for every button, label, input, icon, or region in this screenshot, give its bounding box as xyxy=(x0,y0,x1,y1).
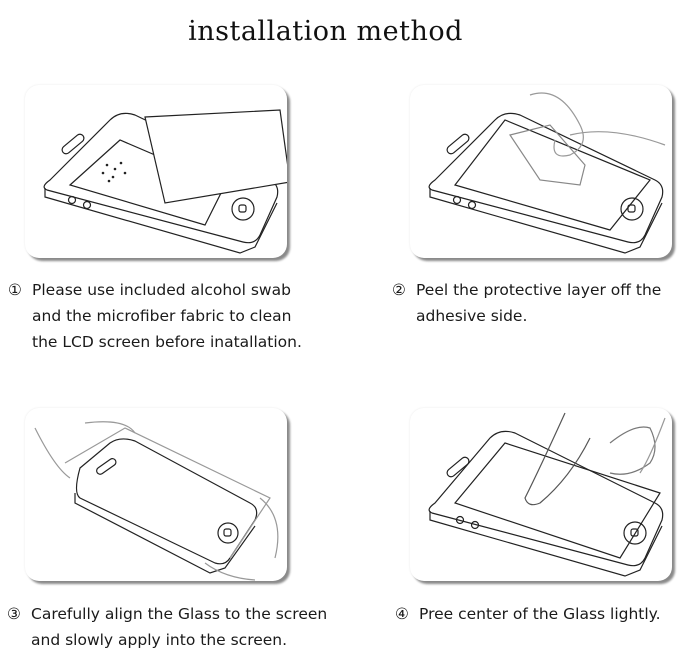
step-4-illustration xyxy=(410,408,672,581)
page-title: installation method xyxy=(188,16,463,47)
step-3-caption: ③ Carefully align the Glass to the scree… xyxy=(7,601,327,653)
step-3-line-2: and slowly apply into the screen. xyxy=(31,631,288,649)
step-3-line-1: Carefully align the Glass to the screen xyxy=(31,605,328,623)
step-1-number: ① xyxy=(8,281,22,299)
step-4-number: ④ xyxy=(395,605,409,623)
step-4-line-1: Pree center of the Glass lightly. xyxy=(419,605,661,623)
step-2-illustration xyxy=(410,85,672,258)
step-2-line-2: adhesive side. xyxy=(416,307,528,325)
step-2-line-1: Peel the protective layer off the xyxy=(416,281,662,299)
hands-aligning-glass-icon xyxy=(34,421,279,581)
step-1-line-3: the LCD screen before inatallation. xyxy=(32,333,302,351)
step-2-caption: ② Peel the protective layer off the adhe… xyxy=(392,277,661,329)
step-4-caption: ④ Pree center of the Glass lightly. xyxy=(395,601,661,627)
step-1-line-1: Please use included alcohol swab xyxy=(32,281,291,299)
hand-peeling-layer-icon xyxy=(428,92,666,254)
finger-pressing-glass-icon xyxy=(428,412,666,577)
step-1-illustration xyxy=(25,85,287,258)
step-3-number: ③ xyxy=(7,605,21,623)
step-3-illustration xyxy=(25,408,287,581)
step-2-number: ② xyxy=(392,281,406,299)
phone-cleaning-cloth-icon xyxy=(43,109,287,254)
step-1-line-2: and the microfiber fabric to clean xyxy=(32,307,292,325)
step-1-caption: ① Please use included alcohol swab and t… xyxy=(8,277,302,355)
